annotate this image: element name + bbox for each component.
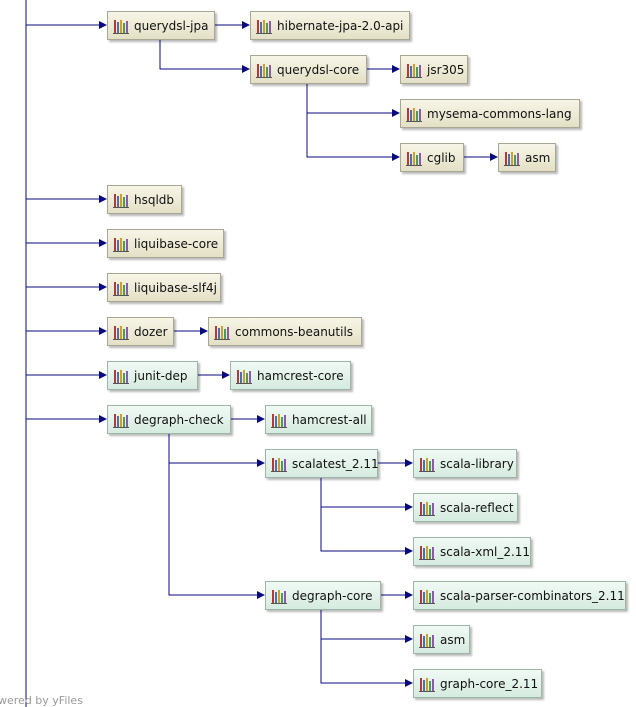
node-label: degraph-core — [292, 588, 373, 603]
node-label: scala-reflect — [440, 500, 514, 515]
node-label: querydsl-jpa — [134, 18, 209, 33]
edge-querydsl-jpa-core — [159, 40, 250, 73]
library-icon — [419, 501, 435, 516]
library-icon — [504, 151, 520, 166]
library-icon — [419, 545, 435, 560]
node-label: liquibase-core — [134, 236, 219, 251]
dependency-node-hamcrest-all[interactable]: hamcrest-all — [265, 405, 372, 434]
library-icon — [271, 589, 287, 604]
node-label: hsqldb — [134, 192, 175, 207]
node-label: asm — [525, 150, 551, 165]
node-label: mysema-commons-lang — [427, 106, 572, 121]
library-icon — [113, 369, 129, 384]
dependency-node-querydsl-jpa[interactable]: querydsl-jpa — [107, 11, 215, 40]
edge-check-scalatest — [168, 434, 265, 467]
library-icon — [419, 677, 435, 692]
node-label: asm — [440, 632, 466, 647]
library-icon — [419, 633, 435, 648]
dependency-node-liquibase-slf4j[interactable]: liquibase-slf4j — [107, 273, 221, 302]
library-icon — [271, 457, 287, 472]
node-label: liquibase-slf4j — [134, 280, 217, 295]
edge-core-mysema — [306, 84, 400, 117]
dependency-node-scala-library[interactable]: scala-library — [413, 449, 517, 478]
dependency-node-graph-core[interactable]: graph-core_2.11 — [413, 669, 542, 698]
dependency-node-hsqldb[interactable]: hsqldb — [107, 185, 182, 214]
edge-core-asm — [320, 610, 413, 643]
edge-check-degraph-core — [168, 463, 265, 599]
dependency-node-querydsl-core[interactable]: querydsl-core — [250, 55, 367, 84]
library-icon — [406, 151, 422, 166]
library-icon — [419, 457, 435, 472]
yfiles-watermark: wered by yFiles — [0, 694, 83, 707]
library-icon — [406, 107, 422, 122]
library-icon — [113, 193, 129, 208]
node-label: hamcrest-all — [292, 412, 367, 427]
node-label: degraph-check — [134, 412, 224, 427]
node-label: scala-xml_2.11 — [440, 544, 531, 559]
dependency-node-asm2[interactable]: asm — [413, 625, 470, 654]
library-icon — [113, 413, 129, 428]
dependency-node-asm1[interactable]: asm — [498, 143, 556, 172]
node-label: cglib — [427, 150, 456, 165]
node-label: jsr305 — [427, 62, 465, 77]
library-icon — [256, 63, 272, 78]
node-label: scalatest_2.11 — [292, 456, 379, 471]
dependency-node-scalatest[interactable]: scalatest_2.11 — [265, 449, 379, 478]
dependency-node-degraph-check[interactable]: degraph-check — [107, 405, 231, 434]
library-icon — [256, 19, 272, 34]
library-icon — [113, 19, 129, 34]
library-icon — [113, 237, 129, 252]
node-label: commons-beanutils — [235, 324, 354, 339]
dependency-node-commons-beanutils[interactable]: commons-beanutils — [208, 317, 362, 346]
edge-core-graph — [320, 639, 413, 687]
dependency-node-junit-dep[interactable]: junit-dep — [107, 361, 198, 390]
library-icon — [214, 325, 230, 340]
dependency-node-scala-reflect[interactable]: scala-reflect — [413, 493, 518, 522]
dependency-node-hamcrest-core[interactable]: hamcrest-core — [230, 361, 351, 390]
library-icon — [406, 63, 422, 78]
node-label: hamcrest-core — [257, 368, 344, 383]
dependency-node-liquibase-core[interactable]: liquibase-core — [107, 229, 224, 258]
library-icon — [113, 281, 129, 296]
library-icon — [113, 325, 129, 340]
node-label: querydsl-core — [277, 62, 360, 77]
dependency-node-hibernate-jpa[interactable]: hibernate-jpa-2.0-api — [250, 11, 410, 40]
edge-scalatest-reflect — [320, 478, 413, 511]
dependency-node-mysema[interactable]: mysema-commons-lang — [400, 99, 580, 128]
node-label: scala-library — [440, 456, 514, 471]
dependency-node-dozer[interactable]: dozer — [107, 317, 174, 346]
dependency-node-cglib[interactable]: cglib — [400, 143, 464, 172]
node-label: hibernate-jpa-2.0-api — [277, 18, 404, 33]
node-label: graph-core_2.11 — [440, 676, 539, 691]
library-icon — [271, 413, 287, 428]
edge-scalatest-xml — [320, 507, 413, 555]
node-label: junit-dep — [134, 368, 188, 383]
edge-core-cglib — [306, 113, 400, 161]
dependency-node-jsr305[interactable]: jsr305 — [400, 55, 468, 84]
dependency-node-scala-xml[interactable]: scala-xml_2.11 — [413, 537, 531, 566]
dependency-node-degraph-core[interactable]: degraph-core — [265, 581, 381, 610]
library-icon — [236, 369, 252, 384]
dependency-node-scala-parser[interactable]: scala-parser-combinators_2.11 — [413, 581, 626, 610]
node-label: dozer — [134, 324, 168, 339]
node-label: scala-parser-combinators_2.11 — [440, 588, 625, 603]
library-icon — [419, 589, 435, 604]
